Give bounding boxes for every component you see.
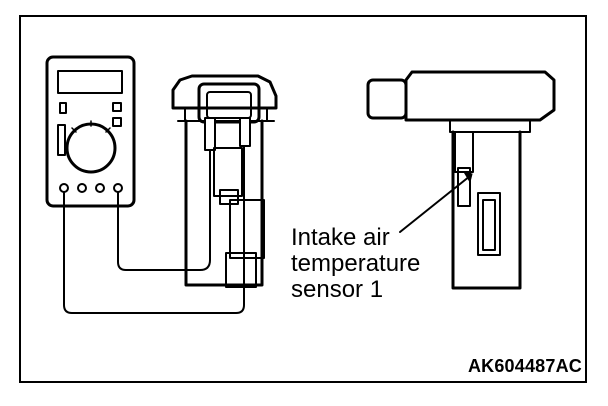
sensor-side-thermistor [457,167,471,207]
callout-label-line-3: sensor 1 [291,276,384,303]
multimeter-button-left [59,102,67,114]
multimeter-button-right-bottom [112,117,122,127]
sensor-front-body [184,119,264,287]
callout-arrowhead [462,171,473,184]
sensor-front-housing-top [171,74,278,110]
sensor-front-bottom-block [225,252,257,288]
multimeter-dial-ticks [71,120,111,133]
test-lead-positive [117,149,211,271]
sensor-front-probe-pin-left [204,117,216,151]
sensor-side-element-inner [482,199,496,251]
multimeter-switch [57,124,66,156]
multimeter-body [45,55,136,208]
sensor-side-housing-top [404,70,556,122]
sensor-front-probe-pin-right [239,117,251,147]
figure-frame [19,15,587,383]
sensor-side-flange [449,119,531,133]
callout-leader-line [399,175,471,233]
callout-label: Intake air temperature sensor 1 [291,225,420,303]
multimeter [45,55,136,208]
sensor-front-connector-inner [206,91,252,119]
callout-label-line-1: Intake air [291,224,390,251]
sensor-side-connector [366,78,408,120]
sensor-front-side-block [229,199,265,259]
sensor-side-body [451,130,522,290]
sensor-side-element [477,192,501,256]
sensor-side-neck [454,131,474,173]
multimeter-jacks [59,183,123,193]
multimeter-button-right-top [112,102,122,112]
sensor-front-element [213,147,243,197]
multimeter-display [57,70,123,94]
airflow-sensor-front-view [171,74,278,288]
airflow-sensor-side-view [366,70,556,290]
callout-label-line-2: temperature [291,250,421,277]
test-lead-negative [63,144,245,314]
figure-code: AK604487AC [467,356,582,376]
